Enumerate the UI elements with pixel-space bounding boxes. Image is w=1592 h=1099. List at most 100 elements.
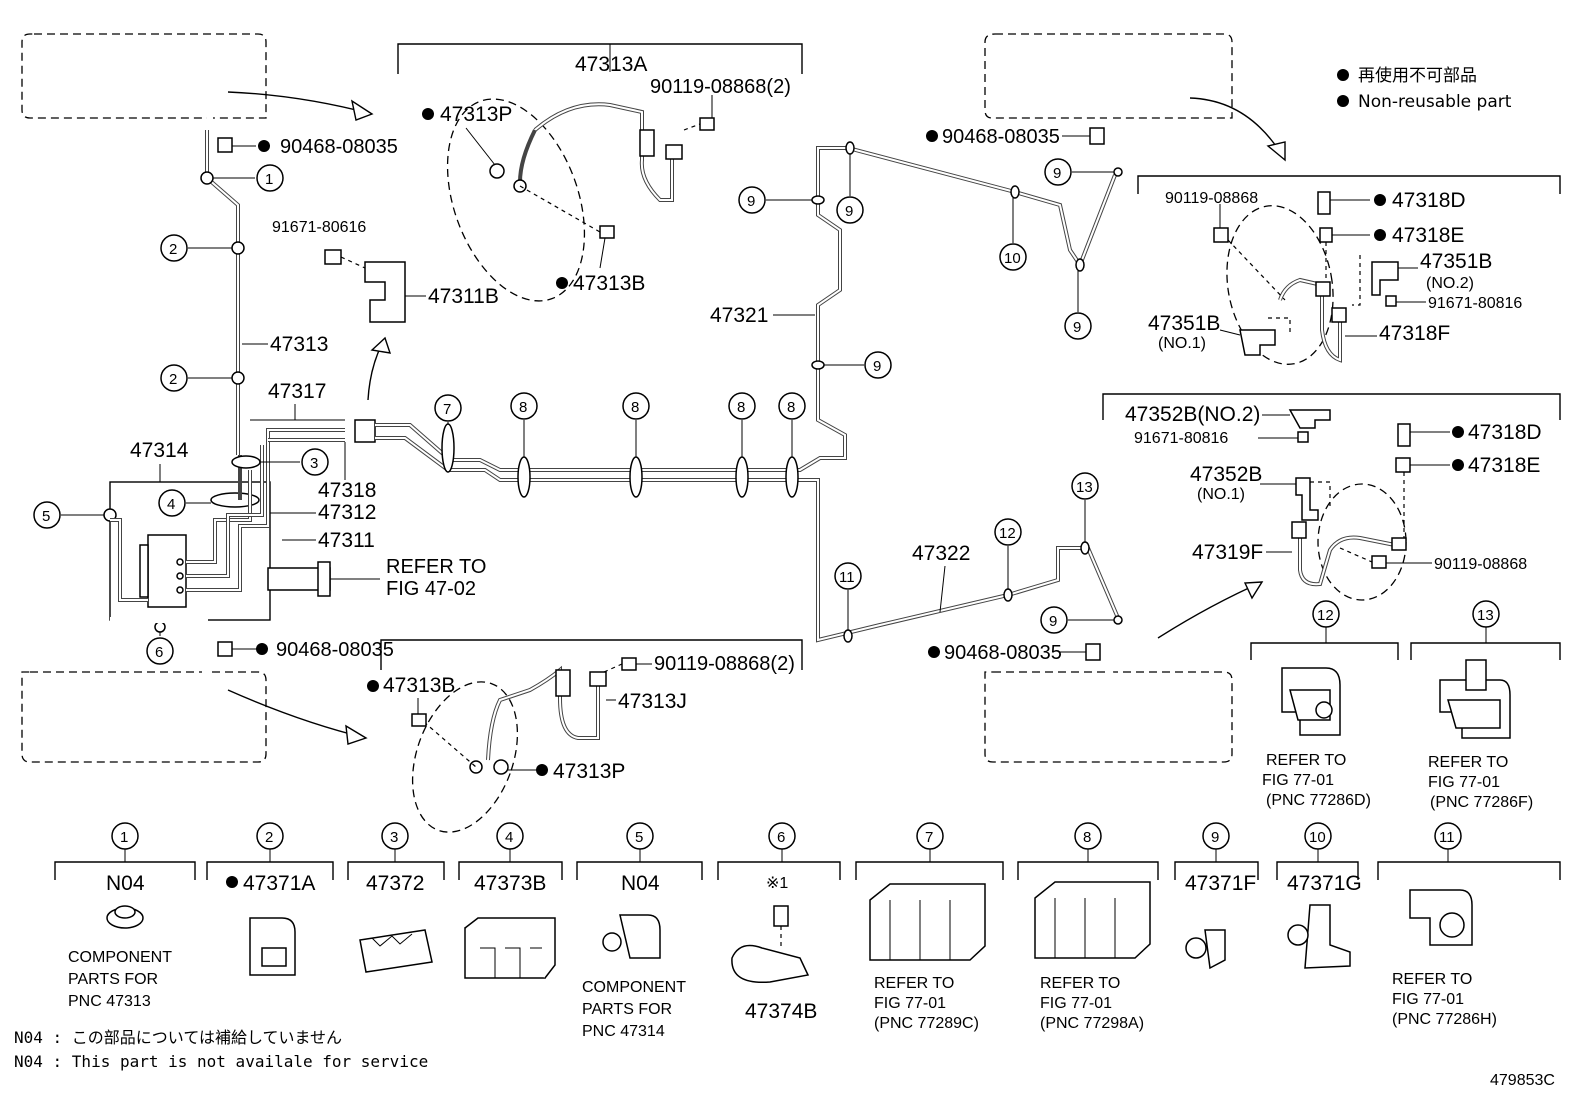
- non-reusable-marker-icon: [1452, 459, 1464, 471]
- clamp-77289c-icon: [869, 883, 986, 961]
- clamp-7-icon: [441, 423, 455, 473]
- svg-text:8: 8: [737, 399, 745, 416]
- clip-13-refer-line1: REFER TO: [1428, 754, 1508, 771]
- bottom-parts-row: 1 N04 COMPONENT PARTS FOR PNC 47313 2 47…: [54, 822, 1561, 1040]
- callout-9f: [1040, 606, 1068, 634]
- figure-id: 479853C: [1490, 1072, 1555, 1089]
- union-bolt-icon: [493, 759, 509, 775]
- clamp-8-icon: [629, 456, 643, 498]
- legend-jp: 再使用不可部品: [1358, 65, 1477, 86]
- label-no2-a: (NO.2): [1426, 275, 1474, 292]
- part-number-91671-80616: 91671-80616: [272, 219, 366, 236]
- clip-13-refer-line3: (PNC 77286F): [1430, 794, 1533, 811]
- part-number-90468-08035-front-right: 90468-08035: [942, 126, 1060, 148]
- clip-icon: [1089, 127, 1105, 145]
- part-number-47311b: 47311B: [428, 285, 499, 308]
- part-number-47314: 47314: [130, 439, 189, 462]
- footnotes: N04 : この部品については補給していません N04 : This part …: [14, 1028, 1555, 1089]
- callout-10: [999, 243, 1027, 271]
- bracket-47352b-no2-icon: [1288, 409, 1331, 429]
- svg-text:1: 1: [265, 171, 273, 188]
- clip-12-refer-line3: (PNC 77286D): [1266, 792, 1371, 809]
- front-left-area: 90468-08035 1 2 2 47313 91671-80616 4731…: [155, 91, 499, 455]
- part-number-47313: 47313: [270, 333, 328, 356]
- non-reusable-marker-icon: [367, 680, 379, 692]
- part-number-90119-08868-rear-right: 90119-08868: [1434, 556, 1527, 573]
- callout-8c: [728, 392, 756, 420]
- clip-icon: [1085, 643, 1101, 661]
- part-number-90468-08035-rear-left: 90468-08035: [276, 639, 394, 661]
- clip-13-refer-line2: FIG 77-01: [1428, 774, 1500, 791]
- part-number-90468-08035-front-left: 90468-08035: [280, 136, 398, 158]
- callout-7: [434, 394, 462, 422]
- arrow-icon: [1266, 141, 1286, 162]
- clip-47371f-icon: [1204, 929, 1226, 970]
- hose-end-icon: [639, 129, 655, 157]
- non-reusable-marker-icon: [1374, 229, 1386, 241]
- clip-icon: [217, 137, 233, 153]
- part-number-47313p-front: 47313P: [440, 103, 512, 126]
- bottom-item-4-label: 47373B: [474, 872, 546, 895]
- part-number-47313j: 47313J: [618, 690, 687, 713]
- svg-text:6: 6: [777, 829, 785, 846]
- callout-9: [738, 186, 766, 214]
- part-number-90468-08035-rear-right: 90468-08035: [944, 642, 1062, 664]
- bolt-icon: [324, 249, 342, 265]
- bottom-item-1-desc3: PNC 47313: [68, 993, 151, 1010]
- front-right-area: 90468-08035 90119-08868 47318D 47318E 47…: [926, 97, 1561, 365]
- svg-text:2: 2: [169, 241, 177, 258]
- part-number-47322: 47322: [912, 542, 970, 565]
- svg-text:4: 4: [505, 829, 513, 846]
- bottom-item-1-desc1: COMPONENT: [68, 949, 172, 966]
- part-number-91671-80816-front-right: 91671-80816: [1428, 295, 1522, 312]
- footnote-jp: N04 : この部品については補給していません: [14, 1028, 342, 1047]
- bolt-icon: [699, 117, 715, 131]
- svg-text:11: 11: [839, 569, 855, 586]
- union-bolt-icon: [489, 163, 505, 179]
- svg-text:5: 5: [635, 829, 643, 846]
- bottom-item-3-label: 47372: [366, 872, 424, 895]
- bolt-icon: [1371, 555, 1387, 569]
- bottom-item-11-desc2: FIG 77-01: [1392, 991, 1464, 1008]
- part-number-47311: 47311: [318, 529, 375, 552]
- legend-en: Non-reusable part: [1358, 92, 1512, 112]
- part-number-47313a: 47313A: [575, 53, 647, 76]
- refer-fig-47-02-line1: REFER TO: [386, 556, 486, 578]
- non-reusable-marker-icon: [1452, 426, 1464, 438]
- part-number-47318e-front-right: 47318E: [1392, 224, 1464, 247]
- clip-detail-12-13: 12 REFER TO FIG 77-01 (PNC 77286D) 13 RE…: [1250, 600, 1561, 811]
- bottom-item-11-desc1: REFER TO: [1392, 971, 1472, 988]
- arrow-icon: [1243, 581, 1264, 600]
- clip-12-refer-line1: REFER TO: [1266, 752, 1346, 769]
- refer-fig-47-02-line2: FIG 47-02: [386, 578, 476, 600]
- part-number-90119-08868-front-right: 90119-08868: [1165, 190, 1258, 207]
- svg-text:9: 9: [1211, 829, 1219, 846]
- svg-text:1: 1: [120, 829, 128, 846]
- part-number-47312: 47312: [318, 501, 376, 524]
- center-brake-lines: 7 8 8 8 8 47321 9 9 9: [375, 141, 1123, 643]
- bolt-icon: [1385, 295, 1397, 307]
- clamp-8-icon: [785, 456, 799, 498]
- part-number-47352b-no1: 47352B: [1190, 463, 1262, 486]
- part-number-47318d-rear-right: 47318D: [1468, 421, 1542, 444]
- svg-text:3: 3: [390, 829, 398, 846]
- part-number-90119-08868-2-rear: 90119-08868(2): [654, 653, 795, 675]
- svg-text:7: 7: [925, 829, 933, 846]
- svg-text:6: 6: [155, 644, 163, 661]
- svg-text:11: 11: [1439, 829, 1455, 846]
- bottom-item-5-desc1: COMPONENT: [582, 979, 686, 996]
- non-reusable-marker-icon: [1337, 69, 1349, 81]
- svg-text:8: 8: [787, 399, 795, 416]
- callout-9b: [836, 196, 864, 224]
- svg-text:13: 13: [1477, 607, 1494, 624]
- callout-8b: [622, 392, 650, 420]
- clamp-8-icon: [735, 456, 749, 498]
- svg-text:2: 2: [169, 371, 177, 388]
- part-number-47318f: 47318F: [1379, 322, 1450, 345]
- master-cylinder-area: 47314 5 4 3 47318: [33, 419, 486, 745]
- bottom-item-5-desc3: PNC 47314: [582, 1023, 665, 1040]
- svg-text:9: 9: [1073, 319, 1081, 336]
- label-no1-a: (NO.1): [1158, 335, 1206, 352]
- clip-icon: [217, 641, 233, 657]
- bottom-item-5-desc2: PARTS FOR: [582, 1001, 672, 1018]
